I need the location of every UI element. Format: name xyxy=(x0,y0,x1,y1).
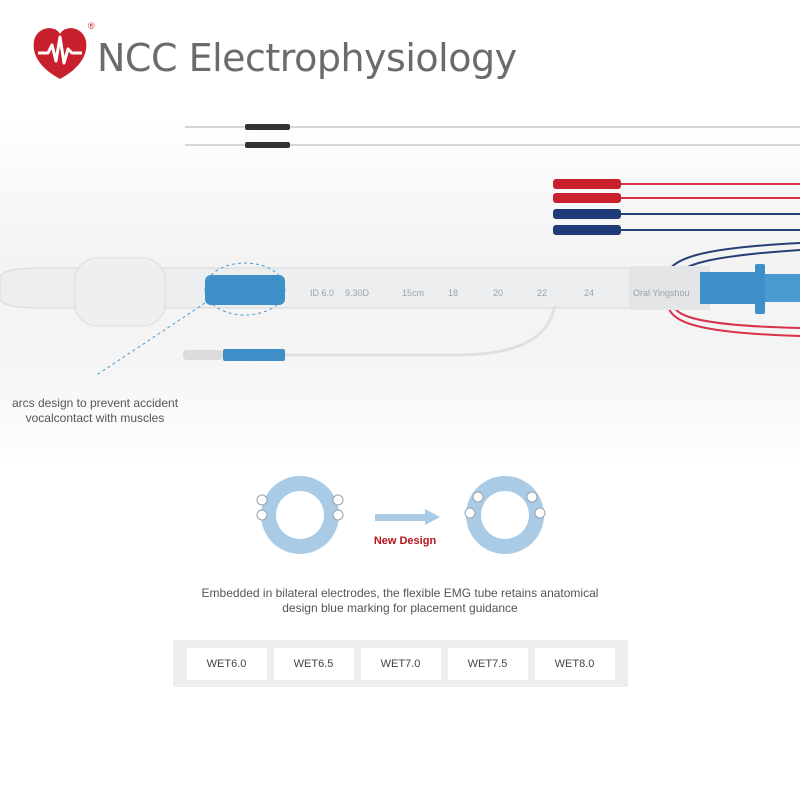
brand-name: NCC Electrophysiology xyxy=(97,36,517,80)
emg-tube-illustration: ID 6.0 9.30D 15cm 18 20 22 24 Oral Yings… xyxy=(0,124,800,377)
size-options: WET6.0 WET6.5 WET7.0 WET7.5 WET8.0 xyxy=(173,640,628,687)
tube-mark-24: 24 xyxy=(584,288,594,298)
tube-brand-text: Oral Yingshou xyxy=(633,288,690,298)
new-design-ring xyxy=(464,476,546,554)
new-design-label: New Design xyxy=(373,535,437,547)
arcs-design-caption: arcs design to prevent accident vocalcon… xyxy=(11,396,179,425)
guide-wires xyxy=(185,124,800,148)
size-option-wet6-0[interactable]: WET6.0 xyxy=(186,647,267,680)
tube-markings: ID 6.0 9.30D 15cm 18 20 22 24 Oral Yings… xyxy=(310,288,690,298)
tube-mark-15: 15cm xyxy=(402,288,424,298)
pilot-line xyxy=(183,305,557,361)
size-option-wet7-0[interactable]: WET7.0 xyxy=(360,647,441,680)
electrode-band xyxy=(94,262,286,377)
size-option-wet7-5[interactable]: WET7.5 xyxy=(447,647,528,680)
electrode-ring-diagram xyxy=(256,476,546,554)
cuff-balloon xyxy=(74,257,166,327)
tube-mark-20: 20 xyxy=(493,288,503,298)
tube-id-label: ID 6.0 xyxy=(310,288,334,298)
tube-mark-18: 18 xyxy=(448,288,458,298)
registered-mark: ® xyxy=(88,21,95,31)
embedded-electrodes-caption: Embedded in bilateral electrodes, the fl… xyxy=(201,586,599,615)
tube-mark-22: 22 xyxy=(537,288,547,298)
old-design-ring xyxy=(256,476,344,554)
tube-code: 9.30D xyxy=(345,288,370,298)
size-option-wet8-0[interactable]: WET8.0 xyxy=(534,647,615,680)
arrow-right-icon xyxy=(375,509,440,525)
waveform-heart-logo-icon xyxy=(33,28,87,79)
size-option-wet6-5[interactable]: WET6.5 xyxy=(273,647,354,680)
